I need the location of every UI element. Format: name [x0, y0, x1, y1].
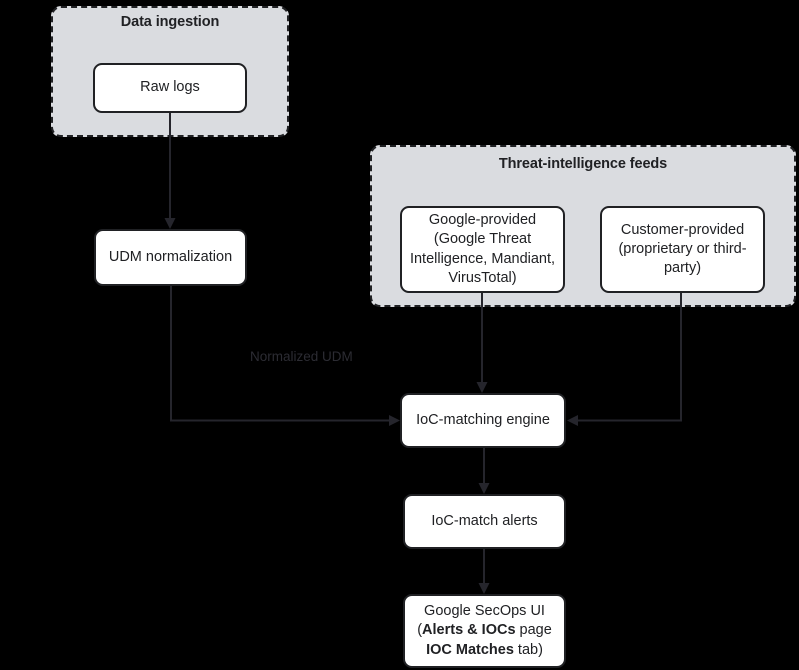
node-customer-provided-text: Customer-provided (proprietary or third-…: [608, 221, 757, 279]
node-customer-provided-line-1: Customer-provided: [620, 221, 745, 238]
node-google-provided-line-3: Intelligence, Mandiant,: [409, 250, 556, 267]
node-raw-logs[interactable]: Raw logs: [93, 63, 247, 113]
edge-udm-to-engine: [170, 286, 400, 426]
edge-google-feed-to-engine: [476, 292, 488, 393]
node-google-provided-line-4: VirusTotal): [448, 269, 517, 286]
node-udm-normalization-label: UDM normalization: [108, 248, 233, 265]
node-ioc-matching-engine-label: IoC-matching engine: [416, 411, 550, 428]
node-google-provided-line-2: (Google Threat: [433, 231, 532, 248]
node-google-secops-ui-line-2-bold: Alerts & IOCs: [422, 622, 516, 639]
node-udm-normalization[interactable]: UDM normalization: [94, 229, 247, 286]
node-google-secops-ui-text: Google SecOps UI (Alerts & IOCs page IOC…: [411, 602, 558, 660]
edge-label-normalized-udm: Normalized UDM: [250, 349, 353, 364]
node-google-secops-ui-line-3-bold: IOC Matches: [426, 641, 514, 658]
node-customer-provided-line-3: party): [663, 260, 702, 277]
node-customer-provided-line-2: (proprietary or third-: [618, 240, 747, 257]
node-ioc-match-alerts-label: IoC-match alerts: [431, 512, 538, 529]
node-ioc-match-alerts[interactable]: IoC-match alerts: [403, 494, 566, 549]
node-google-secops-ui-line-1: Google SecOps UI: [424, 603, 545, 620]
edge-alerts-to-ui: [478, 548, 490, 594]
node-raw-logs-label: Raw logs: [140, 79, 200, 96]
node-google-secops-ui-line-3-rest: tab): [513, 641, 543, 658]
node-google-secops-ui[interactable]: Google SecOps UI (Alerts & IOCs page IOC…: [403, 594, 566, 668]
node-google-secops-ui-line-2-prefix: (: [417, 622, 423, 639]
group-data-ingestion-title: Data ingestion: [120, 14, 220, 30]
node-customer-provided[interactable]: Customer-provided (proprietary or third-…: [600, 206, 765, 293]
node-google-provided-text: Google-provided (Google Threat Intellige…: [408, 211, 557, 288]
edge-engine-to-alerts: [478, 447, 490, 494]
edge-customer-feed-to-engine: [567, 292, 682, 426]
node-ioc-matching-engine[interactable]: IoC-matching engine: [400, 393, 566, 448]
group-threat-intelligence-feeds-title: Threat-intelligence feeds: [498, 156, 668, 172]
node-google-secops-ui-line-2-rest: page: [515, 622, 552, 639]
node-google-provided[interactable]: Google-provided (Google Threat Intellige…: [400, 206, 565, 293]
node-google-provided-line-1: Google-provided: [428, 211, 537, 228]
edge-raw-logs-to-udm: [164, 112, 176, 229]
